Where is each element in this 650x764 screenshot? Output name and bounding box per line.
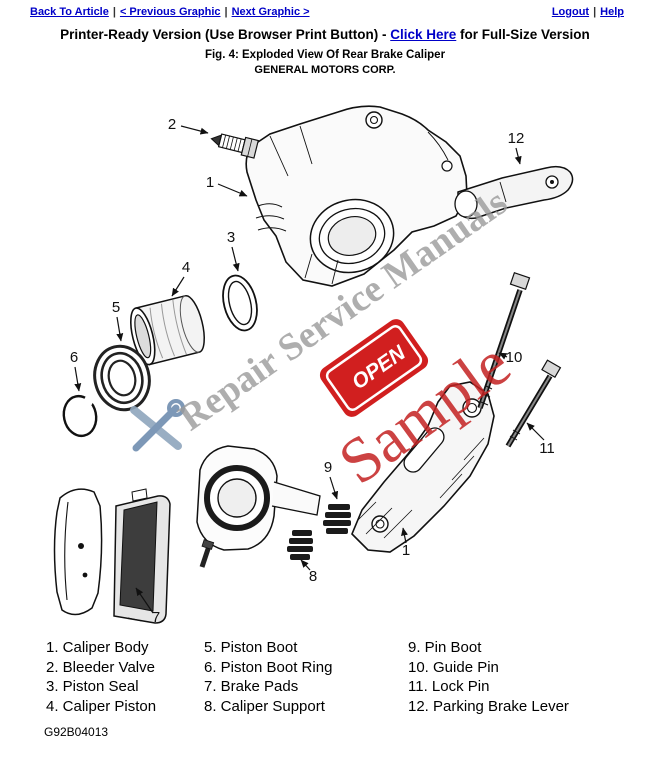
watermark-tools-icon [130,399,185,452]
legend-item-pin-boot: 9. Pin Boot [408,639,482,656]
exploded-diagram: 2 1 12 3 4 5 6 9 8 7 10 11 1 Repair Serv… [53,105,574,626]
legend-item-lock-pin: 11. Lock Pin [408,678,490,695]
top-nav: Back To Article|< Previous Graphic|Next … [0,0,650,18]
page: Back To Article|< Previous Graphic|Next … [0,0,650,739]
brake-pads [53,488,171,624]
callout-piston-seal: 3 [227,229,235,246]
legend-item-piston-boot: 5. Piston Boot [204,639,298,656]
piston-boot [93,344,151,412]
legend-column-2: 5. Piston Boot 6. Piston Boot Ring 7. Br… [204,638,408,716]
caliper-inner-housing [196,445,321,568]
callout-parking-lever: 12 [508,130,525,147]
callout-caliper-piston: 4 [182,259,190,276]
figure-caption: Fig. 4: Exploded View Of Rear Brake Cali… [204,49,446,61]
legend-column-1: 1. Caliper Body 2. Bleeder Valve 3. Pist… [46,638,204,716]
legend-item-caliper-support: 8. Caliper Support [204,697,325,715]
parking-brake-lever [454,165,574,220]
legend-item-caliper-piston: 4. Caliper Piston [46,697,157,715]
nav-separator: | [593,6,597,18]
callout-numbers: 2 1 12 3 4 5 6 9 8 7 10 11 1 [70,116,555,626]
printer-ready-text: Printer-Ready Version (Use Browser Print… [60,27,391,42]
legend-item-piston-boot-ring: 6. Piston Boot Ring [204,658,333,676]
pin-boot-lower [287,530,313,560]
legend-item-parking-brake-lever: 12. Parking Brake Lever [408,697,569,715]
callout-brake-pads: 7 [152,609,160,626]
callout-caliper-body: 1 [206,174,214,191]
nav-separator: | [224,6,228,18]
manufacturer-name: GENERAL MOTORS CORP. [254,64,396,76]
legend-item-piston-seal: 3. Piston Seal [46,678,139,695]
piston-seal [222,274,258,332]
callout-piston-boot: 5 [112,299,120,316]
nav-right: Logout|Help [552,6,624,18]
pin-boot-upper [323,504,351,534]
lock-pin [505,359,562,448]
document-code: G92B04013 [44,725,109,739]
callout-caliper-body-2: 1 [402,542,410,559]
logout-link[interactable]: Logout [551,6,590,18]
callout-guide-pin: 10 [506,349,523,366]
printer-ready-line: Printer-Ready Version (Use Browser Print… [0,27,650,42]
callout-lines [74,125,545,614]
previous-graphic-link[interactable]: < Previous Graphic [119,6,221,18]
open-sign: OPEN [319,319,429,417]
legend: 1. Caliper Body 2. Bleeder Valve 3. Pist… [0,638,650,716]
legend-column-3: 9. Pin Boot 10. Guide Pin 11. Lock Pin 1… [408,638,569,716]
callout-pin-boot: 9 [324,459,332,476]
nav-left: Back To Article|< Previous Graphic|Next … [30,6,310,18]
guide-pin [477,271,531,409]
next-graphic-link[interactable]: Next Graphic > [231,6,310,18]
callout-bleeder-valve: 2 [168,116,176,133]
help-link[interactable]: Help [600,6,624,18]
bleeder-valve [210,133,259,159]
legend-item-bleeder-valve: 2. Bleeder Valve [46,658,155,676]
callout-lock-pin: 11 [539,440,555,457]
legend-item-brake-pads: 7. Brake Pads [204,678,299,695]
callout-boot-ring: 6 [70,349,78,366]
callout-caliper-support: 8 [309,568,317,585]
legend-item-caliper-body: 1. Caliper Body [46,639,149,656]
piston-boot-ring [62,394,98,438]
caliper-piston [129,295,205,366]
nav-separator: | [112,6,116,18]
fullsize-text: for Full-Size Version [456,27,590,42]
click-here-link[interactable]: Click Here [390,27,457,42]
caliper-body [245,105,468,287]
legend-item-guide-pin: 10. Guide Pin [408,658,499,676]
back-to-article-link[interactable]: Back To Article [30,6,109,18]
